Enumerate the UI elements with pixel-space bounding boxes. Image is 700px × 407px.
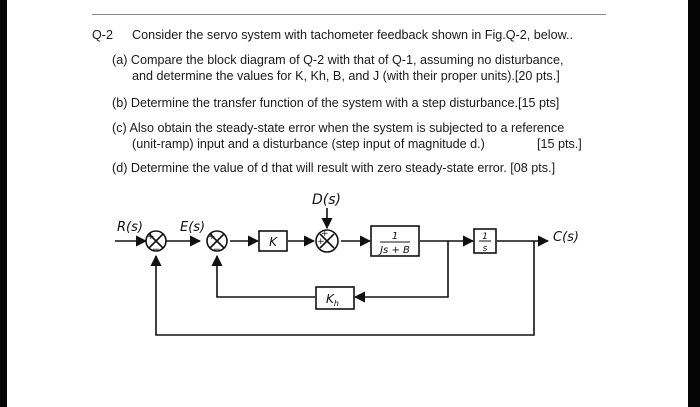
sign-sum2-plus: + xyxy=(208,232,216,242)
plant-numerator: 1 xyxy=(392,231,398,242)
left-black-border xyxy=(0,0,7,407)
gain-block xyxy=(258,230,288,252)
input-label: R(s) xyxy=(117,220,143,235)
integrator-numerator: 1 xyxy=(482,232,488,242)
error-label: E(s) xyxy=(180,220,205,235)
plant-denominator: Js + B xyxy=(378,245,410,256)
part-b-line1: (b) Determine the transfer function of t… xyxy=(112,96,560,110)
question-intro: Consider the servo system with tachomete… xyxy=(132,28,573,42)
part-d-line1: (d) Determine the value of d that will r… xyxy=(112,161,556,175)
part-a-line1: (a) Compare the block diagram of Q-2 wit… xyxy=(112,53,564,67)
part-c-line1: (c) Also obtain the steady-state error w… xyxy=(112,121,565,135)
top-divider xyxy=(92,14,606,15)
plant-block xyxy=(370,225,420,257)
part-c-line2: (unit-ramp) input and a disturbance (ste… xyxy=(132,137,485,151)
tach-main: K xyxy=(326,292,335,306)
summing-junction-1 xyxy=(145,230,167,252)
wire-tach-feedback-left xyxy=(211,254,315,298)
disturbance-label: D(s) xyxy=(312,192,341,208)
sign-sum2-minus: − xyxy=(213,245,221,255)
right-black-border xyxy=(688,0,700,407)
tachometer-block-label: Kh xyxy=(326,292,339,308)
part-a-line2: and determine the values for K, Kh, B, a… xyxy=(132,69,560,83)
question-number: Q-2 xyxy=(92,28,113,42)
output-label: C(s) xyxy=(553,230,579,245)
sign-sum3-plus-top: + xyxy=(321,229,329,239)
gain-block-label: K xyxy=(269,235,278,249)
sign-sum1-minus: − xyxy=(152,245,160,255)
tachometer-block xyxy=(315,286,355,310)
part-c-points: [15 pts.] xyxy=(537,137,582,151)
sign-sum3-plus-left: + xyxy=(317,237,325,247)
summing-junction-3 xyxy=(315,229,339,253)
wire-tach-feedback-right xyxy=(353,241,449,303)
integrator-denominator: s xyxy=(483,244,488,254)
integrator-block xyxy=(473,228,497,254)
wire-output-feedback xyxy=(150,241,535,336)
tach-sub: h xyxy=(334,299,339,308)
sign-sum1-plus: + xyxy=(147,232,155,242)
summing-junction-2 xyxy=(206,230,228,252)
